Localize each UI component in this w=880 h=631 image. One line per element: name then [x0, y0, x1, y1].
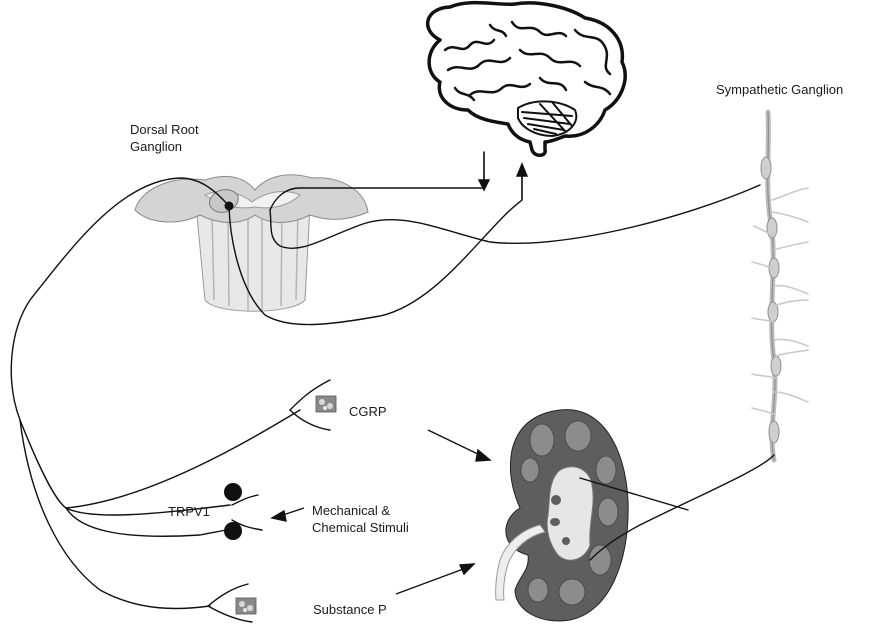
- brain-illustration: [428, 3, 625, 156]
- sympathetic-chain-illustration: [752, 112, 808, 460]
- kidney-illustration: [496, 410, 628, 621]
- arrow-cgrp-to-kidney: [428, 430, 490, 461]
- brain-outline: [428, 3, 625, 156]
- stimuli-label-line1: Mechanical &: [312, 502, 409, 519]
- arrow-stimuli-to-trpv1: [272, 508, 304, 521]
- sympathetic-rami: [752, 188, 808, 414]
- trpv1-label: TRPV1: [168, 503, 210, 520]
- arrow-to-brain: [517, 164, 527, 200]
- substance-p-vesicle-icon: [236, 598, 256, 614]
- trpv1-receptor-top: [224, 483, 242, 501]
- dorsal-root-ganglion-label-line1: Dorsal Root: [130, 121, 199, 138]
- trpv1-receptors: [224, 483, 242, 540]
- sympathetic-ganglion-label: Sympathetic Ganglion: [716, 81, 843, 98]
- spinal-cord-illustration: [135, 175, 368, 312]
- arrow-substance-p-to-kidney: [396, 564, 474, 594]
- cgrp-vesicle-icon: [316, 396, 336, 412]
- branch-cgrp: [66, 410, 300, 508]
- stimuli-label: Mechanical & Chemical Stimuli: [312, 502, 409, 536]
- trpv1-receptor-bottom: [224, 522, 242, 540]
- stimuli-label-line2: Chemical Stimuli: [312, 519, 409, 536]
- afferent-nerve-trunk: [11, 178, 229, 508]
- arrow-from-brain-down: [479, 152, 489, 190]
- nerve-pathways: [11, 152, 774, 622]
- dorsal-root-ganglion-label-line2: Ganglion: [130, 138, 199, 155]
- substance-p-label: Substance P: [313, 601, 387, 618]
- spinal-cord-cross-section: [135, 175, 368, 223]
- kidney-pelvis: [547, 467, 593, 560]
- dorsal-root-ganglion-label: Dorsal Root Ganglion: [130, 121, 199, 155]
- cgrp-label: CGRP: [349, 403, 387, 420]
